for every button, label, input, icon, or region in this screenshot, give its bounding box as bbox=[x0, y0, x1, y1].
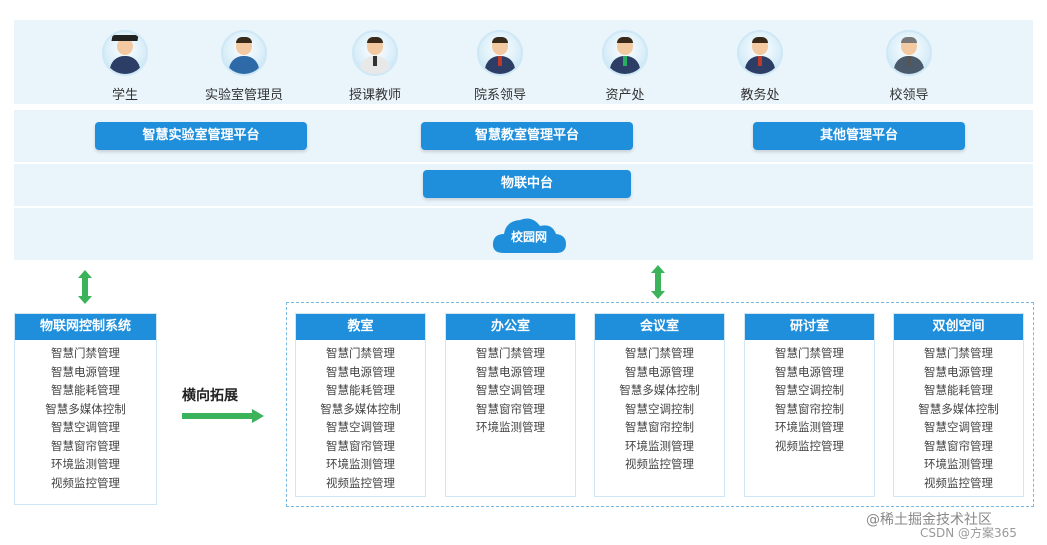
panel-title: 办公室 bbox=[446, 314, 575, 340]
panel-item-list: 智慧门禁管理 智慧电源管理 智慧能耗管理 智慧多媒体控制 智慧空调管理 智慧窗帘… bbox=[296, 340, 425, 492]
classroom-management-platform: 智慧教室管理平台 bbox=[421, 122, 633, 150]
teacher-avatar-icon bbox=[352, 30, 398, 76]
list-item: 智慧门禁管理 bbox=[51, 346, 120, 360]
user-role-band bbox=[14, 20, 1033, 104]
user-student: 学生 bbox=[80, 30, 170, 103]
list-item: 视频监控管理 bbox=[625, 457, 694, 471]
list-item: 视频监控管理 bbox=[326, 475, 395, 490]
application-scenes-frame bbox=[286, 302, 1034, 507]
list-item: 智慧电源管理 bbox=[924, 364, 993, 379]
panel-item-list: 智慧门禁管理 智慧电源管理 智慧能耗管理 智慧多媒体控制 智慧空调管理 智慧窗帘… bbox=[15, 340, 156, 492]
user-lab-admin: 实验室管理员 bbox=[199, 30, 289, 103]
list-item: 智慧能耗管理 bbox=[326, 383, 395, 397]
user-label: 实验室管理员 bbox=[204, 88, 283, 103]
academic-affairs-avatar-icon bbox=[737, 30, 783, 76]
scene-classroom: 教室 智慧门禁管理 智慧电源管理 智慧能耗管理 智慧多媒体控制 智慧空调管理 智… bbox=[295, 313, 426, 497]
panel-title: 研讨室 bbox=[745, 314, 874, 340]
user-label: 教务处 bbox=[740, 88, 780, 103]
list-item: 智慧窗帘管理 bbox=[924, 438, 993, 453]
list-item: 智慧窗帘管理 bbox=[476, 401, 545, 416]
horizontal-expansion-label: 横向拓展 bbox=[182, 388, 238, 404]
lab-management-platform: 智慧实验室管理平台 bbox=[95, 122, 307, 150]
user-label: 资产处 bbox=[605, 88, 645, 103]
panel-title: 物联网控制系统 bbox=[15, 314, 156, 340]
list-item: 智慧门禁管理 bbox=[924, 346, 993, 360]
user-academic-affairs: 教务处 bbox=[715, 30, 805, 103]
double-arrow-icon bbox=[78, 270, 92, 304]
list-item: 智慧门禁管理 bbox=[625, 346, 694, 360]
list-item: 视频监控管理 bbox=[924, 475, 993, 490]
asset-office-avatar-icon bbox=[602, 30, 648, 76]
campus-network-label: 校园网 bbox=[510, 230, 547, 244]
list-item: 智慧空调管理 bbox=[476, 383, 545, 397]
list-item: 视频监控管理 bbox=[775, 438, 844, 453]
panel-item-list: 智慧门禁管理 智慧电源管理 智慧多媒体控制 智慧空调控制 智慧窗帘控制 环境监测… bbox=[595, 340, 724, 474]
student-avatar-icon bbox=[102, 30, 148, 76]
user-school-leader: 校领导 bbox=[864, 30, 954, 103]
scene-office: 办公室 智慧门禁管理 智慧电源管理 智慧空调管理 智慧窗帘管理 环境监测管理 bbox=[445, 313, 576, 497]
user-label: 校领导 bbox=[889, 88, 929, 103]
list-item: 环境监测管理 bbox=[476, 420, 545, 434]
watermark-secondary: CSDN @方案365 bbox=[920, 526, 1017, 540]
list-item: 智慧多媒体控制 bbox=[918, 401, 999, 416]
department-leader-avatar-icon bbox=[477, 30, 523, 76]
panel-item-list: 智慧门禁管理 智慧电源管理 智慧能耗管理 智慧多媒体控制 智慧空调管理 智慧窗帘… bbox=[894, 340, 1023, 492]
iot-control-system-panel: 物联网控制系统 智慧门禁管理 智慧电源管理 智慧能耗管理 智慧多媒体控制 智慧空… bbox=[14, 313, 157, 505]
user-teacher: 授课教师 bbox=[330, 30, 420, 103]
panel-item-list: 智慧门禁管理 智慧电源管理 智慧空调管理 智慧窗帘管理 环境监测管理 bbox=[446, 340, 575, 437]
list-item: 智慧空调控制 bbox=[775, 383, 844, 397]
list-item: 环境监测管理 bbox=[924, 457, 993, 471]
list-item: 智慧能耗管理 bbox=[924, 383, 993, 397]
list-item: 视频监控管理 bbox=[51, 475, 120, 490]
panel-title: 会议室 bbox=[595, 314, 724, 340]
list-item: 智慧门禁管理 bbox=[326, 346, 395, 360]
list-item: 智慧窗帘管理 bbox=[51, 438, 120, 453]
scene-seminar-room: 研讨室 智慧门禁管理 智慧电源管理 智慧空调控制 智慧窗帘控制 环境监测管理 视… bbox=[744, 313, 875, 497]
user-label: 授课教师 bbox=[348, 88, 401, 103]
lab-admin-avatar-icon bbox=[221, 30, 267, 76]
scene-meeting-room: 会议室 智慧门禁管理 智慧电源管理 智慧多媒体控制 智慧空调控制 智慧窗帘控制 … bbox=[594, 313, 725, 497]
user-label: 院系领导 bbox=[473, 88, 526, 103]
list-item: 环境监测管理 bbox=[625, 438, 694, 453]
list-item: 智慧多媒体控制 bbox=[45, 401, 126, 416]
list-item: 智慧多媒体控制 bbox=[320, 401, 401, 416]
list-item: 智慧空调控制 bbox=[625, 401, 694, 416]
list-item: 智慧窗帘管理 bbox=[326, 438, 395, 453]
user-label: 学生 bbox=[111, 88, 138, 103]
list-item: 智慧窗帘控制 bbox=[775, 401, 844, 416]
watermark: @稀土掘金技术社区 bbox=[866, 512, 992, 528]
list-item: 智慧空调管理 bbox=[924, 420, 993, 434]
scene-innovation-space: 双创空间 智慧门禁管理 智慧电源管理 智慧能耗管理 智慧多媒体控制 智慧空调管理… bbox=[893, 313, 1024, 497]
list-item: 智慧能耗管理 bbox=[51, 383, 120, 397]
list-item: 智慧电源管理 bbox=[476, 364, 545, 379]
panel-item-list: 智慧门禁管理 智慧电源管理 智慧空调控制 智慧窗帘控制 环境监测管理 视频监控管… bbox=[745, 340, 874, 455]
user-department-leader: 院系领导 bbox=[455, 30, 545, 103]
list-item: 智慧窗帘控制 bbox=[625, 420, 694, 434]
list-item: 智慧空调管理 bbox=[326, 420, 395, 434]
other-management-platform: 其他管理平台 bbox=[753, 122, 965, 150]
list-item: 智慧电源管理 bbox=[625, 364, 694, 379]
right-arrow-icon bbox=[182, 409, 264, 423]
list-item: 智慧电源管理 bbox=[51, 364, 120, 379]
list-item: 环境监测管理 bbox=[326, 457, 395, 471]
cloud-icon bbox=[492, 218, 566, 253]
list-item: 智慧多媒体控制 bbox=[619, 383, 700, 397]
double-arrow-icon bbox=[651, 265, 665, 299]
list-item: 智慧电源管理 bbox=[326, 364, 395, 379]
iot-hub: 物联中台 bbox=[423, 170, 631, 198]
school-leader-avatar-icon bbox=[886, 30, 932, 76]
list-item: 智慧门禁管理 bbox=[775, 346, 844, 360]
list-item: 智慧门禁管理 bbox=[476, 346, 545, 360]
list-item: 智慧电源管理 bbox=[775, 364, 844, 379]
user-asset-office: 资产处 bbox=[580, 30, 670, 103]
panel-title: 教室 bbox=[296, 314, 425, 340]
list-item: 智慧空调管理 bbox=[51, 420, 120, 434]
panel-title: 双创空间 bbox=[894, 314, 1023, 340]
list-item: 环境监测管理 bbox=[775, 420, 844, 434]
list-item: 环境监测管理 bbox=[51, 457, 120, 471]
